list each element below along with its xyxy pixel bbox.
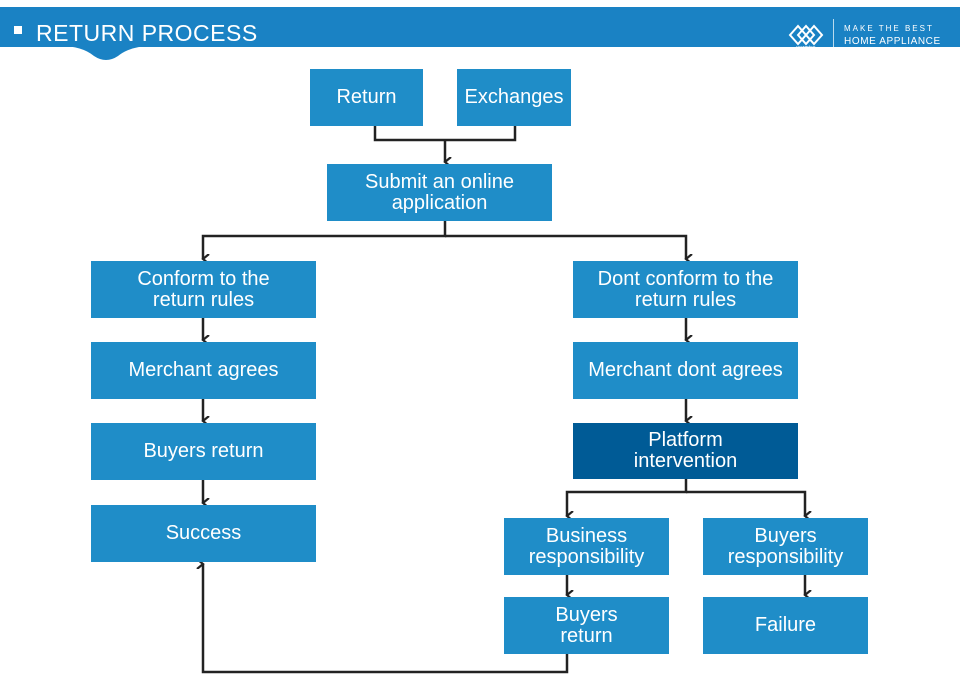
tagline-top: MAKE THE BEST bbox=[844, 24, 934, 33]
merchant-dont-agrees-box: Merchant dont agrees bbox=[573, 342, 798, 399]
return-box: Return bbox=[310, 69, 423, 126]
header-tab-shape bbox=[60, 46, 152, 60]
header-bar: RETURN PROCESS warmtoo MAKE THE BEST HOM… bbox=[0, 7, 960, 50]
platform-intervention-box: Platform intervention bbox=[573, 423, 798, 479]
success-box: Success bbox=[91, 505, 316, 562]
logo-text: warmtoo bbox=[796, 45, 815, 50]
failure-box: Failure bbox=[703, 597, 868, 654]
buyers-return-right-box: Buyers return bbox=[504, 597, 669, 654]
merchant-agrees-box: Merchant agrees bbox=[91, 342, 316, 399]
conform-rules-box: Conform to the return rules bbox=[91, 261, 316, 318]
dont-conform-rules-box: Dont conform to the return rules bbox=[573, 261, 798, 318]
business-responsibility-box: Business responsibility bbox=[504, 518, 669, 575]
submit-application-box: Submit an online application bbox=[327, 164, 552, 221]
page-title: RETURN PROCESS bbox=[36, 20, 258, 46]
tagline-bottom: HOME APPLIANCE bbox=[844, 36, 941, 47]
logo-divider bbox=[833, 19, 834, 49]
logo-icon: warmtoo bbox=[788, 24, 824, 50]
buyers-return-left-box: Buyers return bbox=[91, 423, 316, 480]
buyers-responsibility-box: Buyers responsibility bbox=[703, 518, 868, 575]
exchanges-box: Exchanges bbox=[457, 69, 571, 126]
title-bullet-icon bbox=[14, 26, 22, 34]
